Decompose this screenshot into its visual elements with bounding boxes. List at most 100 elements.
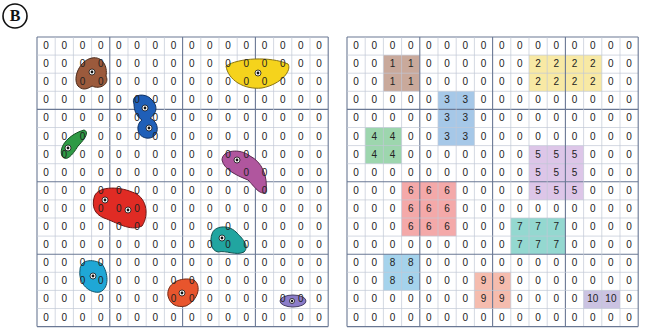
table-cell: 3 (438, 128, 456, 146)
table-cell: 0 (128, 73, 146, 91)
table-cell: 0 (237, 91, 255, 109)
table-cell: 0 (493, 73, 511, 91)
table-cell: 0 (493, 164, 511, 182)
table-cell: 0 (92, 218, 110, 236)
grid-line (347, 199, 638, 200)
table-cell: 0 (92, 164, 110, 182)
table-cell: 0 (402, 309, 420, 327)
table-cell: 0 (383, 164, 401, 182)
table-cell: 0 (493, 91, 511, 109)
grid-line (347, 290, 638, 291)
table-cell: 2 (547, 73, 565, 91)
table-cell: 6 (420, 218, 438, 236)
table-cell: 0 (274, 55, 292, 73)
table-cell: 0 (474, 55, 492, 73)
table-cell: 0 (255, 236, 273, 254)
table-cell: 1 (383, 55, 401, 73)
table-cell: 0 (584, 146, 602, 164)
table-cell: 0 (237, 309, 255, 327)
table-cell: 0 (110, 37, 128, 55)
table-cell: 0 (511, 200, 529, 218)
table-cell: 0 (602, 37, 620, 55)
table-cell: 0 (474, 236, 492, 254)
table-cell: 0 (456, 55, 474, 73)
table-cell: 0 (383, 182, 401, 200)
table-cell: 0 (529, 272, 547, 290)
table-cell: 0 (55, 290, 73, 308)
table-cell: 0 (292, 218, 310, 236)
table-cell: 0 (292, 164, 310, 182)
table-cell: 0 (402, 109, 420, 127)
table-cell: 0 (55, 200, 73, 218)
table-cell: 5 (529, 164, 547, 182)
table-cell: 0 (347, 182, 365, 200)
table-cell: 0 (493, 218, 511, 236)
table-cell: 0 (146, 218, 164, 236)
grid-line (565, 37, 566, 327)
table-cell: 0 (292, 73, 310, 91)
table-cell: 6 (438, 200, 456, 218)
table-cell: 0 (620, 290, 638, 308)
table-cell: 0 (347, 91, 365, 109)
table-cell: 0 (474, 254, 492, 272)
table-cell: 0 (602, 128, 620, 146)
table-cell: 0 (73, 200, 91, 218)
table-cell: 0 (474, 128, 492, 146)
table-cell: 0 (92, 146, 110, 164)
table-cell: 7 (511, 218, 529, 236)
table-cell: 0 (474, 146, 492, 164)
table-cell: 0 (201, 272, 219, 290)
table-cell: 0 (365, 200, 383, 218)
table-cell: 0 (201, 109, 219, 127)
table-cell: 5 (547, 182, 565, 200)
table-cell: 0 (529, 109, 547, 127)
table-cell: 0 (438, 236, 456, 254)
table-cell: 0 (493, 109, 511, 127)
table-cell: 0 (420, 309, 438, 327)
table-cell: 0 (402, 290, 420, 308)
table-cell: 0 (55, 109, 73, 127)
table-cell: 0 (183, 309, 201, 327)
table-cell: 0 (602, 272, 620, 290)
table-cell: 0 (602, 182, 620, 200)
table-cell: 0 (219, 218, 237, 236)
table-cell: 0 (620, 182, 638, 200)
table-cell: 0 (347, 254, 365, 272)
table-cell: 0 (164, 91, 182, 109)
table-cell: 5 (547, 164, 565, 182)
table-cell: 0 (365, 309, 383, 327)
table-cell: 0 (219, 128, 237, 146)
table-cell: 5 (547, 146, 565, 164)
table-cell: 0 (365, 91, 383, 109)
table-cell: 0 (146, 73, 164, 91)
table-cell: 0 (547, 254, 565, 272)
table-cell: 0 (255, 254, 273, 272)
table-cell: 3 (438, 91, 456, 109)
table-cell: 0 (584, 272, 602, 290)
table-cell: 5 (565, 182, 583, 200)
table-cell: 4 (383, 146, 401, 164)
table-cell: 0 (365, 182, 383, 200)
table-cell: 9 (474, 290, 492, 308)
table-cell: 0 (365, 236, 383, 254)
table-cell: 0 (37, 290, 55, 308)
table-cell: 0 (438, 272, 456, 290)
table-cell: 0 (274, 164, 292, 182)
table-cell: 0 (55, 73, 73, 91)
table-cell: 0 (128, 128, 146, 146)
table-cell: 0 (274, 146, 292, 164)
table-cell: 0 (584, 309, 602, 327)
table-cell: 0 (456, 37, 474, 55)
table-cell: 0 (292, 272, 310, 290)
table-cell: 0 (365, 272, 383, 290)
table-cell: 0 (110, 218, 128, 236)
table-cell: 0 (37, 55, 55, 73)
table-cell: 0 (493, 55, 511, 73)
table-cell: 0 (37, 164, 55, 182)
table-cell: 0 (146, 182, 164, 200)
table-cell: 0 (547, 109, 565, 127)
table-cell: 0 (183, 236, 201, 254)
table-cell: 0 (420, 128, 438, 146)
table-cell: 0 (183, 218, 201, 236)
table-cell: 0 (237, 218, 255, 236)
